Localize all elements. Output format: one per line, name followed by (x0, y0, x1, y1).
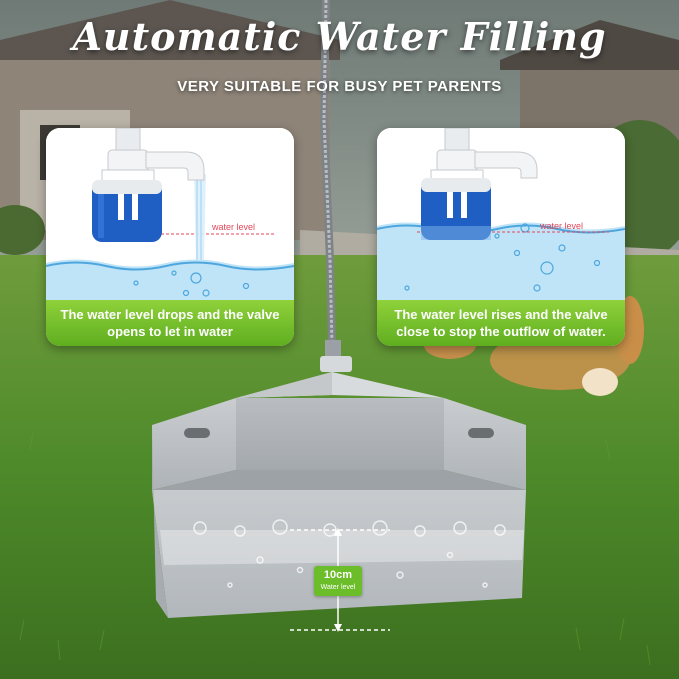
water-level-label: water level (540, 221, 584, 231)
water-depth-badge: 10cm Water level (314, 566, 362, 596)
panel-caption: The water level rises and the valve clos… (377, 300, 625, 346)
panel-caption: The water level drops and the valve open… (46, 300, 294, 346)
water-depth-label: Water level (320, 584, 356, 591)
float-valve-closed-illustration (377, 128, 625, 303)
water-depth-value: 10cm (323, 569, 353, 581)
valve-open-panel: water level The water level drops and th… (46, 128, 294, 346)
water-level-label: water level (212, 222, 256, 232)
page-title: Automatic Water Filling (72, 14, 607, 59)
valve-closed-panel: water level The water level rises and th… (377, 128, 625, 346)
page-subtitle: VERY SUITABLE FOR BUSY PET PARENTS (177, 78, 502, 95)
float-valve-open-illustration (46, 128, 294, 303)
